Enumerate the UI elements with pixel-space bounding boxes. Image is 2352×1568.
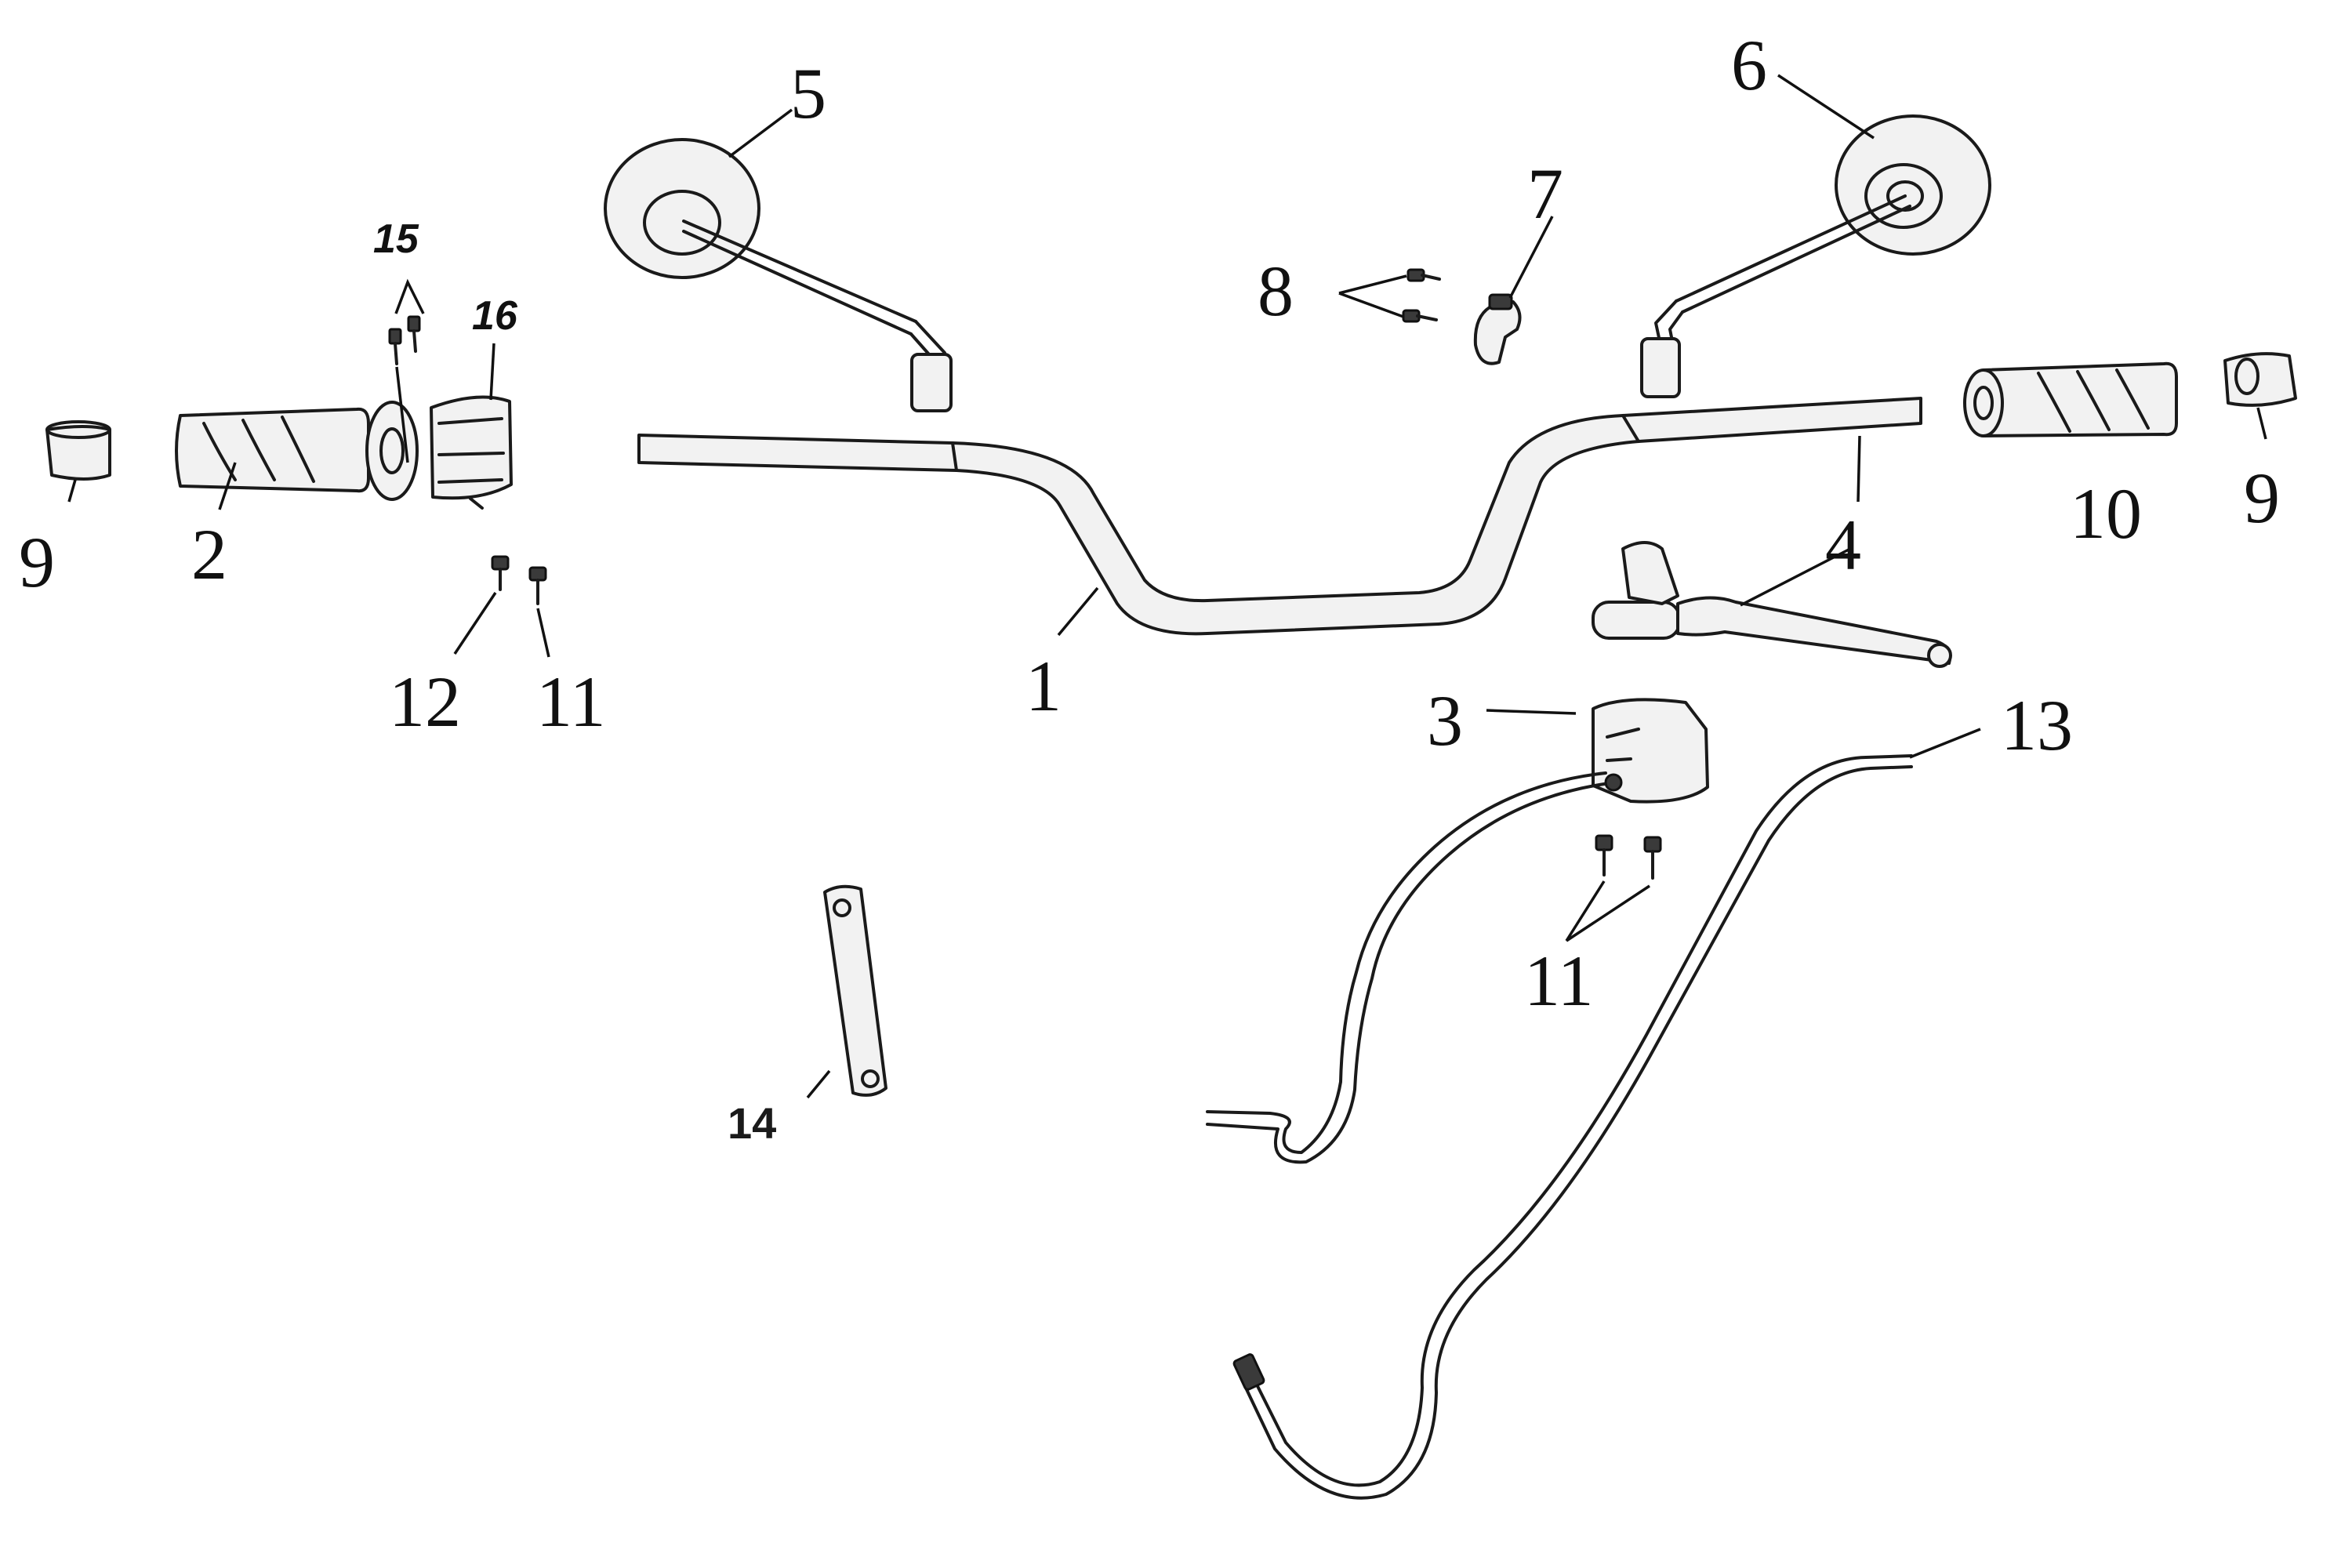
callout-15: 15 xyxy=(373,216,419,262)
leader-lines xyxy=(67,74,2267,1099)
callout-9-left: 9 xyxy=(19,522,55,602)
switch-screws xyxy=(1595,834,1662,880)
callout-7: 7 xyxy=(1527,154,1563,234)
callout-16: 16 xyxy=(472,293,518,339)
clamp-bolts xyxy=(1402,268,1441,323)
handlebar xyxy=(637,397,1922,636)
callout-6: 6 xyxy=(1731,25,1767,105)
callout-10: 10 xyxy=(2070,474,2142,554)
grip-right xyxy=(1963,361,2178,437)
callout-2: 2 xyxy=(191,514,227,594)
callout-5: 5 xyxy=(790,53,826,133)
throttle-grip xyxy=(175,401,419,501)
callout-3: 3 xyxy=(1427,681,1463,760)
clutch-lever xyxy=(1592,541,1952,668)
throttle-screws xyxy=(388,315,421,365)
switch-housing xyxy=(1206,698,1709,1164)
callout-1: 1 xyxy=(1025,646,1062,726)
callout-4: 4 xyxy=(1825,505,1861,585)
bar-end-right xyxy=(2223,352,2297,407)
clamp-bracket xyxy=(1473,293,1522,365)
callout-11-right: 11 xyxy=(1524,941,1594,1021)
callout-labels: 1 2 3 4 5 6 7 8 9 9 10 11 11 12 13 14 15… xyxy=(19,25,2280,1148)
clutch-cable xyxy=(1232,754,1913,1500)
housing-screws-left xyxy=(491,555,547,605)
throttle-housing xyxy=(430,395,513,510)
callout-14: 14 xyxy=(728,1098,776,1148)
callout-12: 12 xyxy=(389,662,461,742)
bar-end-left xyxy=(45,420,111,481)
callout-11-left: 11 xyxy=(536,662,606,742)
callout-8: 8 xyxy=(1258,251,1294,331)
mirror-left xyxy=(604,138,953,412)
callout-13: 13 xyxy=(2001,685,2073,765)
callout-9-right: 9 xyxy=(2244,458,2280,538)
bracket-bar xyxy=(823,884,887,1097)
mirror-right xyxy=(1640,114,1991,398)
